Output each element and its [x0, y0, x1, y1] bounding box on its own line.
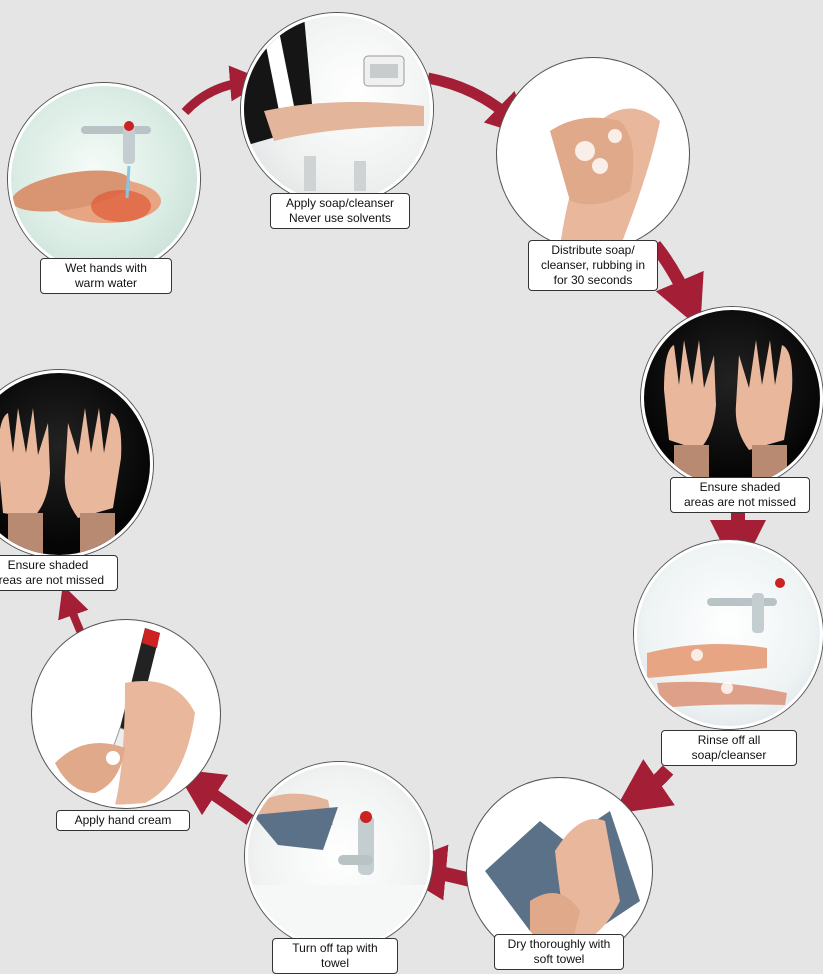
soap-dispenser-icon: [244, 16, 430, 202]
step-label: Ensure shaded areas are not missed: [670, 477, 810, 513]
rinse-hands-icon: [637, 543, 820, 726]
arrow-7-to-8: [195, 782, 250, 820]
rinse-hands-photo: [634, 540, 823, 729]
rubbing-hands-photo: [497, 58, 689, 250]
step-label: Distribute soap/ cleanser, rubbing in fo…: [528, 240, 658, 291]
palms-icon: [0, 373, 150, 555]
tap-towel-photo: [245, 762, 433, 950]
step-label: Dry thoroughly with soft towel: [494, 934, 624, 970]
palms-icon: [644, 310, 820, 486]
rubbing-hands-icon: [500, 61, 686, 247]
step-label: Turn off tap with towel: [272, 938, 398, 974]
arrow-1-to-2: [185, 82, 248, 112]
step-label: Apply soap/cleanser Never use solvents: [270, 193, 410, 229]
step-label: Ensure shaded areas are not missed: [0, 555, 118, 591]
arrow-5-to-6: [636, 770, 668, 798]
wet-hands-photo: [8, 83, 200, 275]
hand-cream-photo: [32, 620, 220, 808]
tap-towel-icon: [248, 765, 430, 947]
palms-photo: [641, 307, 823, 489]
step-label: Apply hand cream: [56, 810, 190, 831]
soap-dispenser-photo: [241, 13, 433, 205]
arrow-3-to-4: [655, 245, 690, 305]
hand-cream-icon: [35, 623, 217, 805]
step-label: Wet hands with warm water: [40, 258, 172, 294]
wet-hands-icon: [11, 86, 197, 272]
step-label: Rinse off all soap/cleanser: [661, 730, 797, 766]
arrow-2-to-3: [428, 78, 515, 122]
